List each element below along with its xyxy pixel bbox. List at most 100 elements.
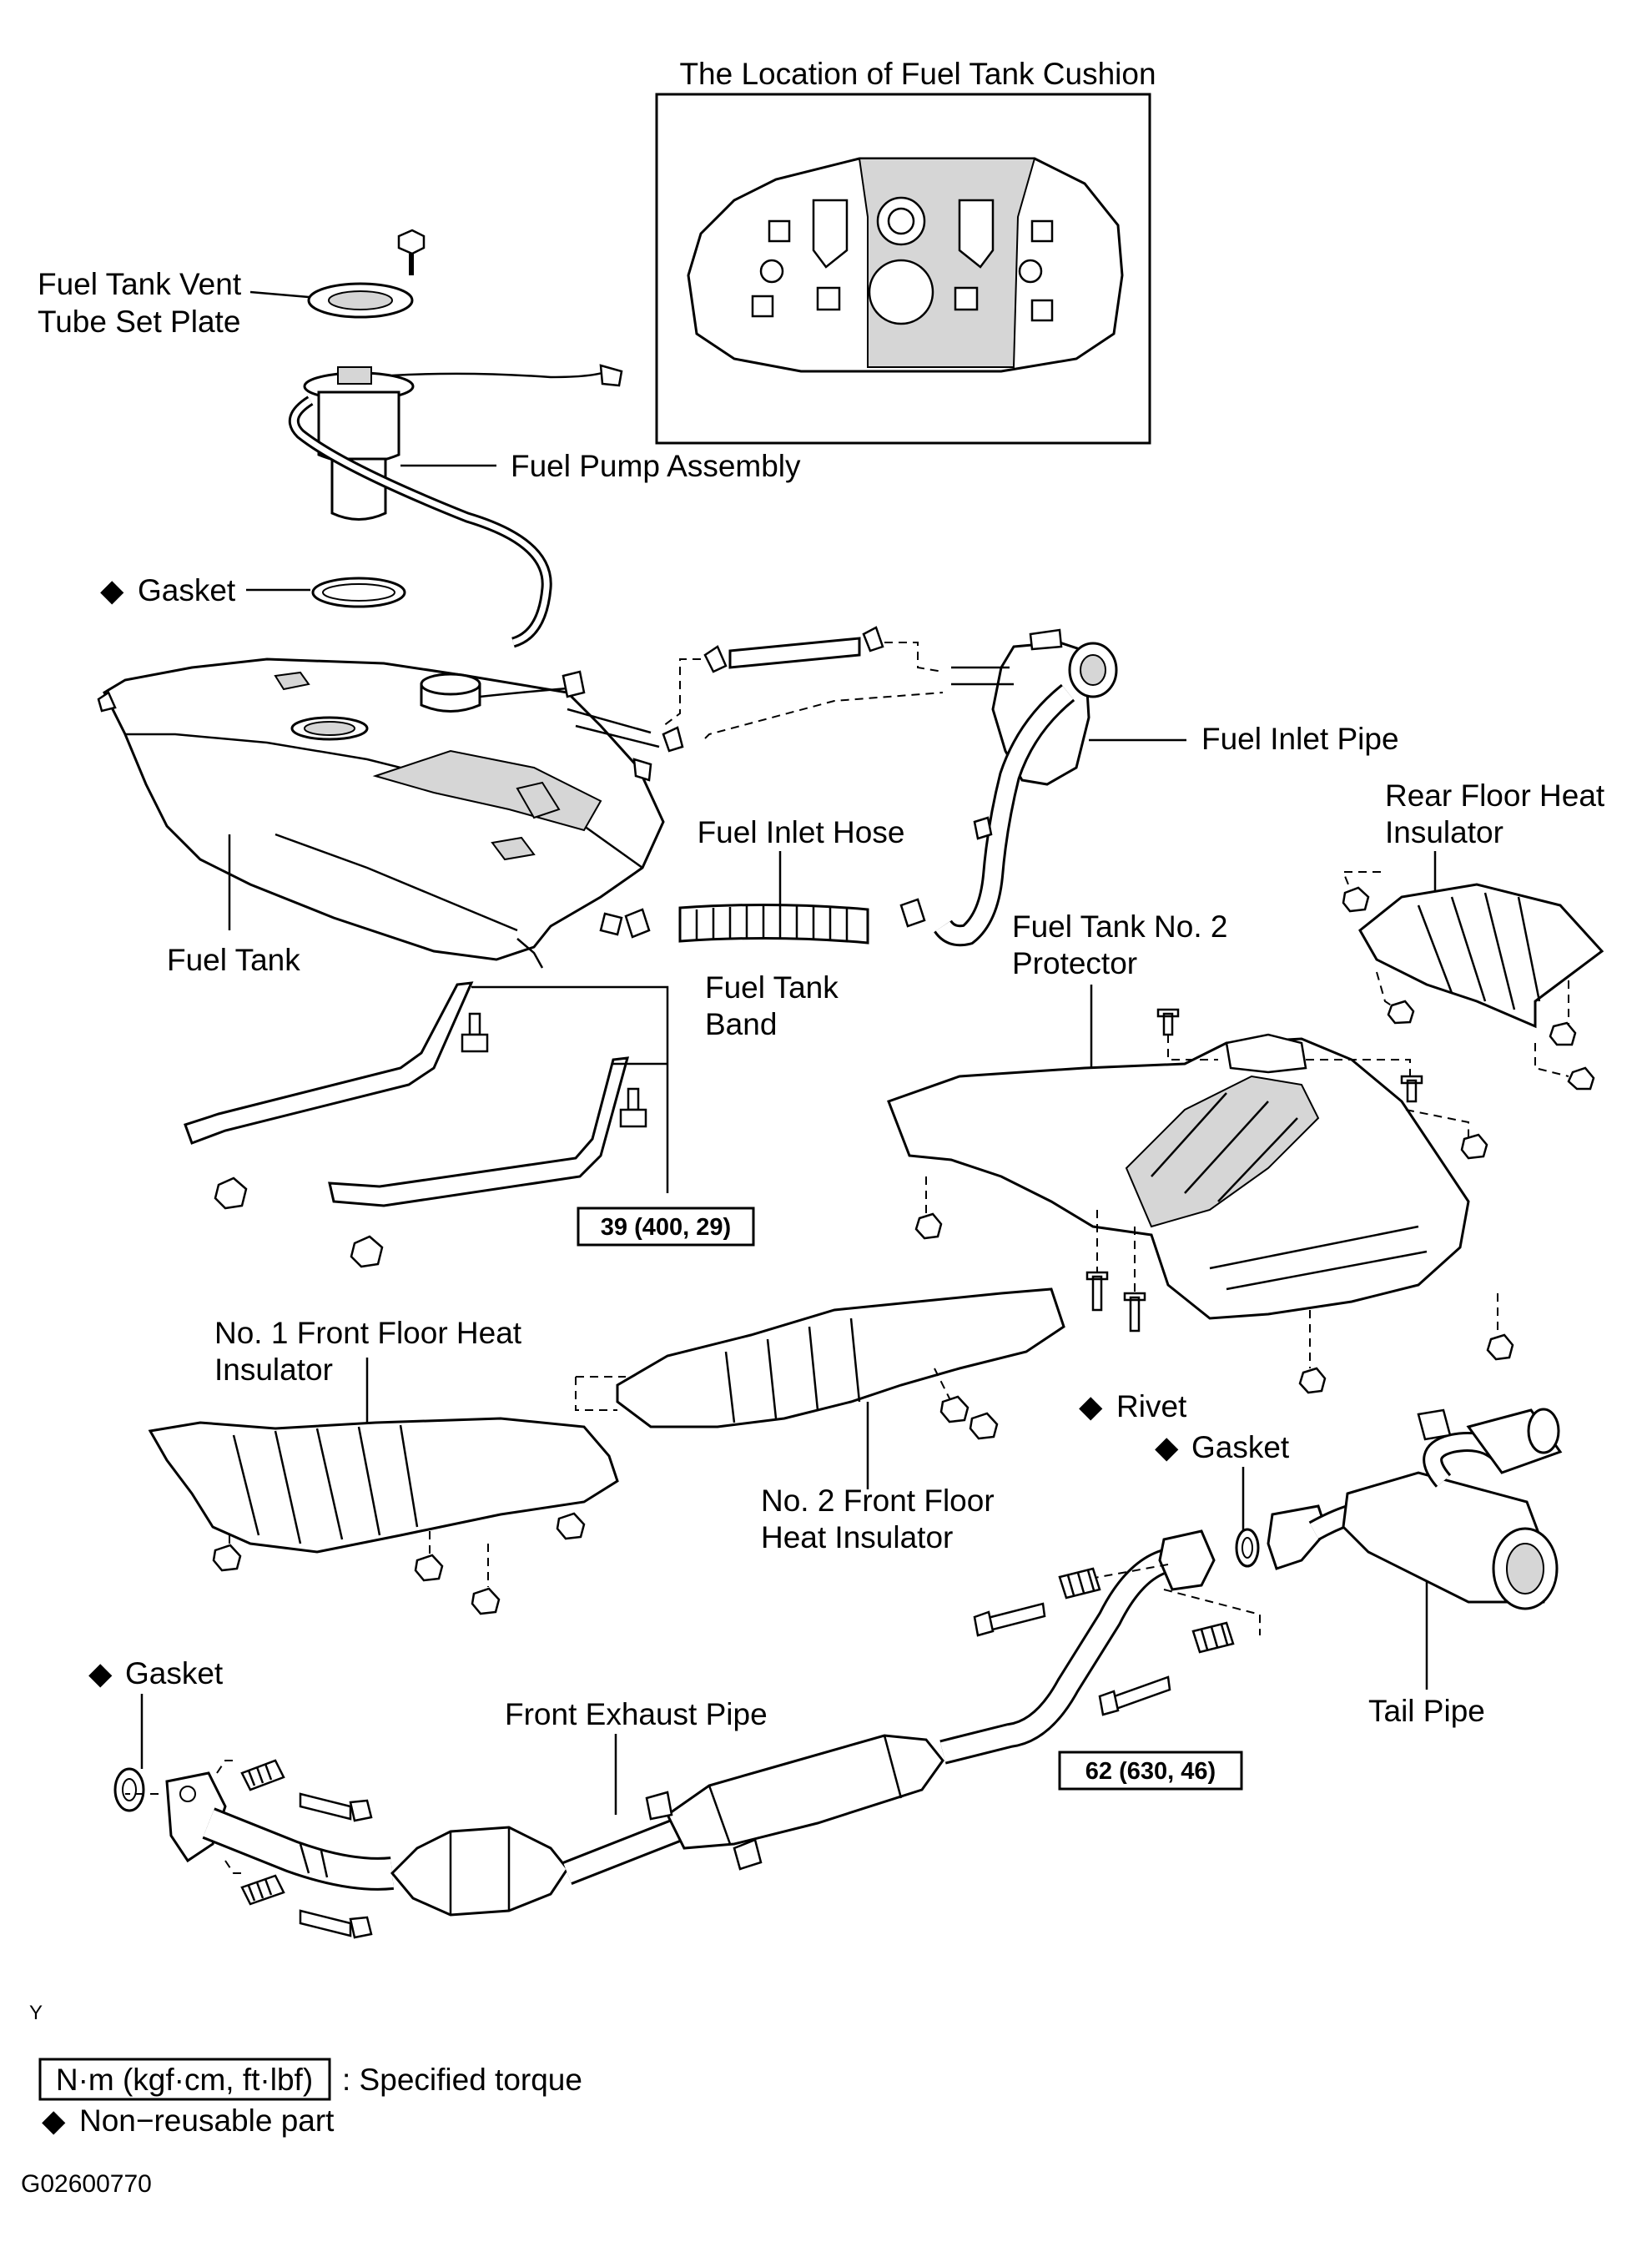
hose-clamp [862, 626, 884, 652]
bolt-icon [1567, 1066, 1595, 1091]
torque-key-text: : Specified torque [342, 2063, 582, 2097]
label-fuel-tank-band-line1: Fuel Tank [705, 970, 839, 1005]
fuel-pump-group: Fuel Tank Vent Tube Set Plate Fuel Pump … [38, 229, 801, 648]
fuel-tank-body [103, 657, 665, 961]
label-front-floor-2-line1: No. 2 Front Floor [761, 1484, 995, 1518]
fuel-inlet-hose-group: Fuel Inlet Hose [599, 626, 944, 945]
bolt-icon [350, 1235, 384, 1268]
inset-cushion-round [759, 259, 784, 284]
hose-clamp [703, 645, 728, 673]
label-front-floor-1-line1: No. 1 Front Floor Heat [214, 1316, 522, 1350]
inset-cushion-round [1018, 259, 1043, 284]
fuel-inlet-pipe-group: Fuel Inlet Pipe [934, 628, 1399, 947]
diamond-icon: ◆ [42, 2103, 66, 2138]
exhaust-hanger [645, 1791, 673, 1821]
compression-spring [240, 1874, 285, 1906]
inset-title: The Location of Fuel Tank Cushion [679, 57, 1156, 91]
breather-pipe [951, 666, 1014, 686]
bolt-icon [468, 1012, 481, 1036]
torque-value-band: 39 (400, 29) [601, 1214, 731, 1241]
compression-spring [1191, 1621, 1235, 1654]
label-fuel-tank-band-line2: Band [705, 1007, 777, 1041]
nut-icon [556, 1512, 586, 1540]
inset-duct-right [958, 199, 995, 269]
torque-box-band [577, 1207, 755, 1247]
inset-duct-left [812, 199, 849, 269]
label-front-exhaust-pipe: Front Exhaust Pipe [505, 1697, 768, 1731]
label-rear-floor-insulator-line1: Rear Floor Heat [1385, 778, 1605, 813]
inset-cushion [1030, 219, 1054, 243]
compression-spring [240, 1759, 285, 1791]
bolt-icon [1549, 1021, 1577, 1046]
label-tank-protector-line2: Protector [1012, 946, 1137, 980]
tail-pipe-group: ◆ Gasket Tail Pipe [1155, 1408, 1563, 1728]
fuel-tank-band-2 [328, 1056, 630, 1207]
label-tail-pipe: Tail Pipe [1368, 1694, 1485, 1728]
pump-wire-harness [391, 370, 608, 379]
section-mark: Y [29, 2002, 43, 2024]
pump-connector [599, 364, 623, 387]
bolt-icon [914, 1212, 943, 1240]
nut-icon [471, 1587, 501, 1615]
inset-tank-center [858, 158, 1036, 368]
torque-value-exhaust: 62 (630, 46) [1085, 1758, 1216, 1785]
diamond-icon: ◆ [88, 1656, 113, 1690]
front-pipe-rear-flange [1158, 1529, 1216, 1591]
cushion-location-inset: The Location of Fuel Tank Cushion [655, 57, 1156, 445]
torque-key-box [38, 2058, 331, 2101]
front-exhaust-pipe-group: ◆ Gasket Front Exhaust Pipe [88, 1529, 1261, 1939]
label-front-floor-2-line2: Heat Insulator [761, 1520, 953, 1554]
inset-cushion [751, 295, 774, 318]
label-rivet: Rivet [1116, 1389, 1187, 1423]
inset-drain-hole [868, 259, 934, 325]
label-gasket-left: Gasket [125, 1656, 224, 1690]
exhaust-bolt [983, 1602, 1046, 1633]
label-tank-protector-line1: Fuel Tank No. 2 [1012, 909, 1227, 944]
fuel-tank-band-group: Fuel Tank Band 39 (400, 29) [184, 970, 839, 1268]
label-fuel-tank: Fuel Tank [167, 943, 300, 977]
label-rear-floor-insulator-line2: Insulator [1385, 815, 1503, 849]
exhaust-bolt [299, 1792, 352, 1821]
bolt-icon [1486, 1333, 1514, 1361]
rivet-icon [1123, 1292, 1146, 1333]
no1-front-floor-heat-insulator [148, 1417, 619, 1554]
pre-muffler [666, 1734, 944, 1850]
label-fuel-inlet-hose: Fuel Inlet Hose [698, 815, 905, 849]
label-front-floor-1-line2: Insulator [214, 1353, 333, 1387]
tank-protector-group: Fuel Tank No. 2 Protector ◆ Rivet [887, 909, 1514, 1423]
nut-icon [969, 1412, 999, 1440]
rivet-icon [1156, 1008, 1180, 1036]
front-floor-insulator-group: No. 1 Front Floor Heat Insulator No. 2 F… [148, 1287, 1065, 1615]
figure-id: G02600770 [21, 2170, 152, 2198]
tail-pipe-hanger [1417, 1408, 1452, 1441]
diamond-icon: ◆ [100, 573, 124, 607]
fuel-tank-band-1 [184, 981, 474, 1145]
torque-key-units: N·m (kgf·cm, ft·lbf) [56, 2063, 313, 2097]
tank-mount-hook [97, 691, 117, 713]
breather-hose [728, 637, 861, 669]
bolt-icon [1298, 1367, 1327, 1394]
inset-cushion [768, 219, 791, 243]
inset-cushion [954, 286, 979, 311]
diamond-icon: ◆ [1079, 1389, 1103, 1423]
bolt-icon [397, 229, 426, 255]
hose-clamp [899, 898, 926, 928]
inset-cushion [1030, 299, 1054, 322]
legend: Y N·m (kgf·cm, ft·lbf) : Specified torqu… [21, 2002, 582, 2198]
diamond-icon: ◆ [1155, 1430, 1179, 1464]
rivet-icon [1085, 1271, 1109, 1312]
label-gasket-top: Gasket [138, 573, 236, 607]
bolt-icon [1460, 1133, 1488, 1160]
hose-clamp [662, 726, 684, 753]
rear-floor-insulator-group: Rear Floor Heat Insulator [1342, 778, 1605, 1091]
label-vent-plate-line1: Fuel Tank Vent [38, 267, 242, 301]
label-vent-plate-line2: Tube Set Plate [38, 305, 240, 339]
nut-icon [939, 1395, 970, 1423]
nut-icon [414, 1554, 444, 1582]
rear-floor-heat-insulator [1358, 883, 1604, 1029]
bolt-icon [1387, 1000, 1415, 1025]
exhaust-bolt [299, 1909, 352, 1937]
bolt-icon [627, 1087, 640, 1111]
label-fuel-inlet-pipe: Fuel Inlet Pipe [1201, 722, 1399, 756]
